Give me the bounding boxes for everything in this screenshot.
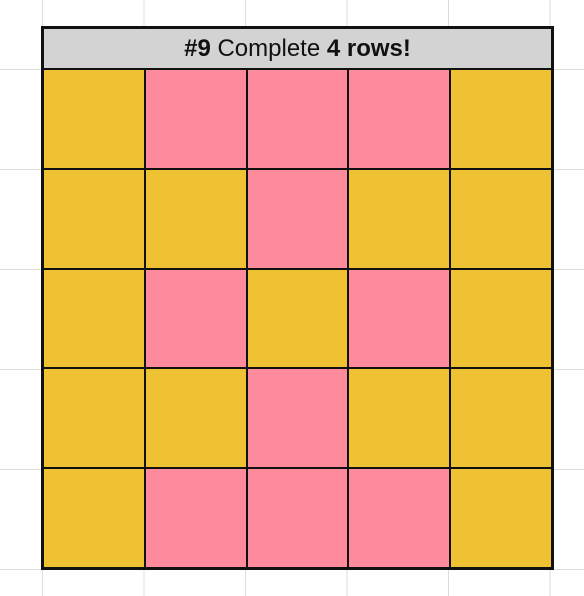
tile-r4-c3-pink[interactable] [247, 369, 348, 468]
tile-r4-c4-yellow[interactable] [349, 369, 450, 468]
tile-r2-c5-yellow[interactable] [451, 169, 551, 268]
tile-r3-c2-pink[interactable] [145, 269, 246, 368]
tile-r5-c5-yellow[interactable] [451, 469, 551, 567]
tile-r3-c3-yellow[interactable] [247, 269, 348, 368]
tile-r4-c5-yellow[interactable] [451, 369, 551, 468]
puzzle-instruction: Complete [217, 34, 321, 62]
tile-r3-c1-yellow[interactable] [44, 269, 144, 368]
tile-r4-c2-yellow[interactable] [145, 369, 246, 468]
tile-grid [44, 70, 551, 567]
tile-r2-c4-yellow[interactable] [349, 169, 450, 268]
tile-r1-c3-pink[interactable] [247, 70, 348, 168]
tile-r4-c1-yellow[interactable] [44, 369, 144, 468]
game-board: #9 Complete 4 rows! [41, 26, 554, 570]
puzzle-title: #9 Complete 4 rows! [44, 29, 551, 70]
tile-r1-c2-pink[interactable] [145, 70, 246, 168]
tile-r1-c1-yellow[interactable] [44, 70, 144, 168]
tile-r3-c4-pink[interactable] [349, 269, 450, 368]
tile-r5-c2-pink[interactable] [145, 469, 246, 567]
puzzle-number: #9 [184, 34, 211, 62]
tile-r1-c4-pink[interactable] [349, 70, 450, 168]
tile-r1-c5-yellow[interactable] [451, 70, 551, 168]
tile-r2-c1-yellow[interactable] [44, 169, 144, 268]
tile-r2-c3-pink[interactable] [247, 169, 348, 268]
tile-r5-c3-pink[interactable] [247, 469, 348, 567]
tile-r3-c5-yellow[interactable] [451, 269, 551, 368]
tile-r5-c1-yellow[interactable] [44, 469, 144, 567]
tile-r5-c4-pink[interactable] [349, 469, 450, 567]
tile-r2-c2-yellow[interactable] [145, 169, 246, 268]
puzzle-goal: 4 rows! [326, 34, 411, 62]
